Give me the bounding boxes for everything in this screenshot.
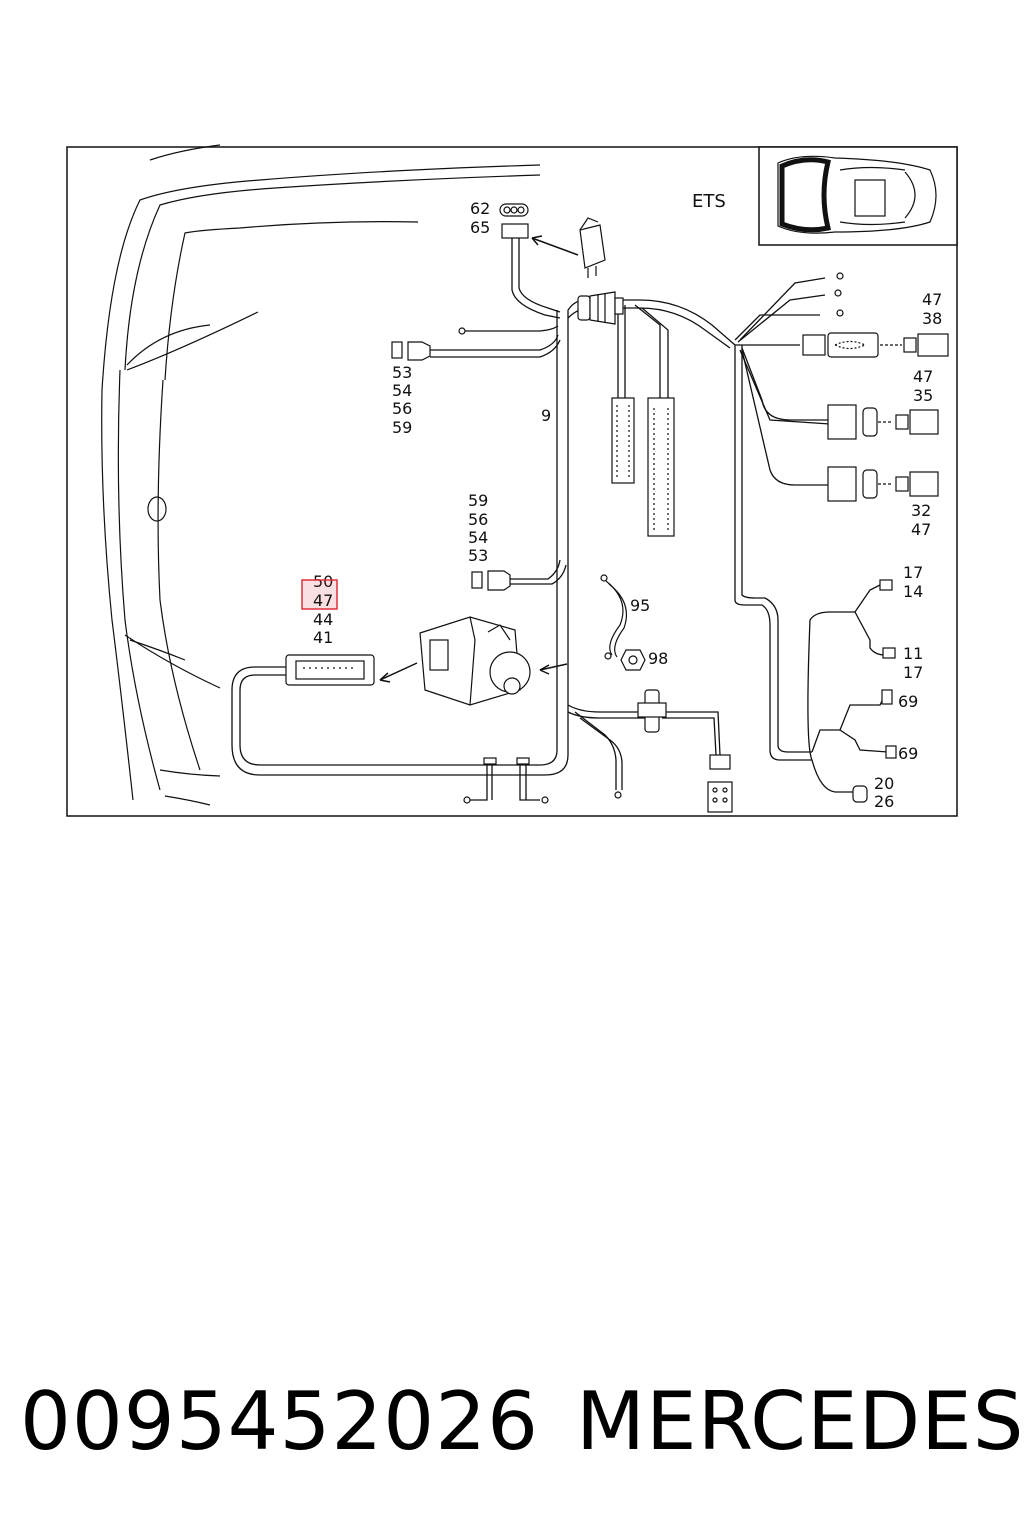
- callout-44: 44: [313, 610, 333, 629]
- callout-38: 38: [922, 309, 942, 328]
- vehicle-inset: [758, 146, 958, 246]
- callout-59: 59: [392, 418, 412, 437]
- footer: 0095452026 MERCEDES: [0, 1372, 1024, 1472]
- callout-53: 53: [392, 363, 412, 382]
- lower-connector: [637, 689, 733, 813]
- callout-59: 59: [468, 491, 488, 510]
- callout-65: 65: [470, 218, 490, 237]
- callout-32: 32: [911, 501, 931, 520]
- callout-9: 9: [541, 406, 551, 425]
- car-body-outline: [101, 144, 541, 806]
- callout-69: 69: [898, 744, 918, 763]
- sensor-wire: [600, 574, 628, 660]
- callout-47: 47: [922, 290, 942, 309]
- grommet-component: [577, 291, 624, 325]
- right-connectors: [802, 272, 949, 803]
- callout-50: 50: [313, 572, 333, 591]
- diagram-frame: [66, 146, 958, 817]
- car-topview-icon: [777, 155, 937, 234]
- callout-56: 56: [392, 399, 412, 418]
- connector-left: [391, 327, 466, 361]
- highlight-box: [301, 579, 338, 610]
- callout-56: 56: [468, 510, 488, 529]
- callout-11: 11: [903, 644, 923, 663]
- callout-41: 41: [313, 628, 333, 647]
- callout-labels: 62 65 53 54 56 59 9 59 56 54 53 50 47 44…: [301, 191, 942, 811]
- inset-label: ETS: [692, 191, 726, 212]
- callout-47: 47: [911, 520, 931, 539]
- callout-69: 69: [898, 692, 918, 711]
- connector-mid: [471, 570, 511, 591]
- callout-47-highlighted[interactable]: 47: [313, 591, 333, 610]
- callout-62: 62: [470, 199, 490, 218]
- pointer-arrows: [379, 235, 579, 683]
- diagnostic-connector: [285, 654, 375, 686]
- abs-module: [419, 616, 531, 706]
- wiring-diagram: 62 65 53 54 56 59 9 59 56 54 53 50 47 44…: [66, 144, 958, 817]
- relay-component: [499, 203, 606, 278]
- control-unit-connectors: [611, 397, 675, 537]
- part-number: 0095452026: [20, 1375, 539, 1468]
- callout-98: 98: [648, 649, 668, 668]
- callout-53: 53: [468, 546, 488, 565]
- callout-47: 47: [913, 367, 933, 386]
- callout-20: 20: [874, 774, 894, 793]
- callout-54: 54: [392, 381, 412, 400]
- callout-17: 17: [903, 563, 923, 582]
- brand-name: MERCEDES: [576, 1375, 1024, 1468]
- callout-17: 17: [903, 663, 923, 682]
- nut-icon: [620, 649, 646, 671]
- callout-26: 26: [874, 792, 894, 811]
- callout-54: 54: [468, 528, 488, 547]
- callout-14: 14: [903, 582, 923, 601]
- callout-95: 95: [630, 596, 650, 615]
- wiring-harness: [231, 235, 889, 801]
- ground-terminals: [463, 757, 622, 804]
- callout-35: 35: [913, 386, 933, 405]
